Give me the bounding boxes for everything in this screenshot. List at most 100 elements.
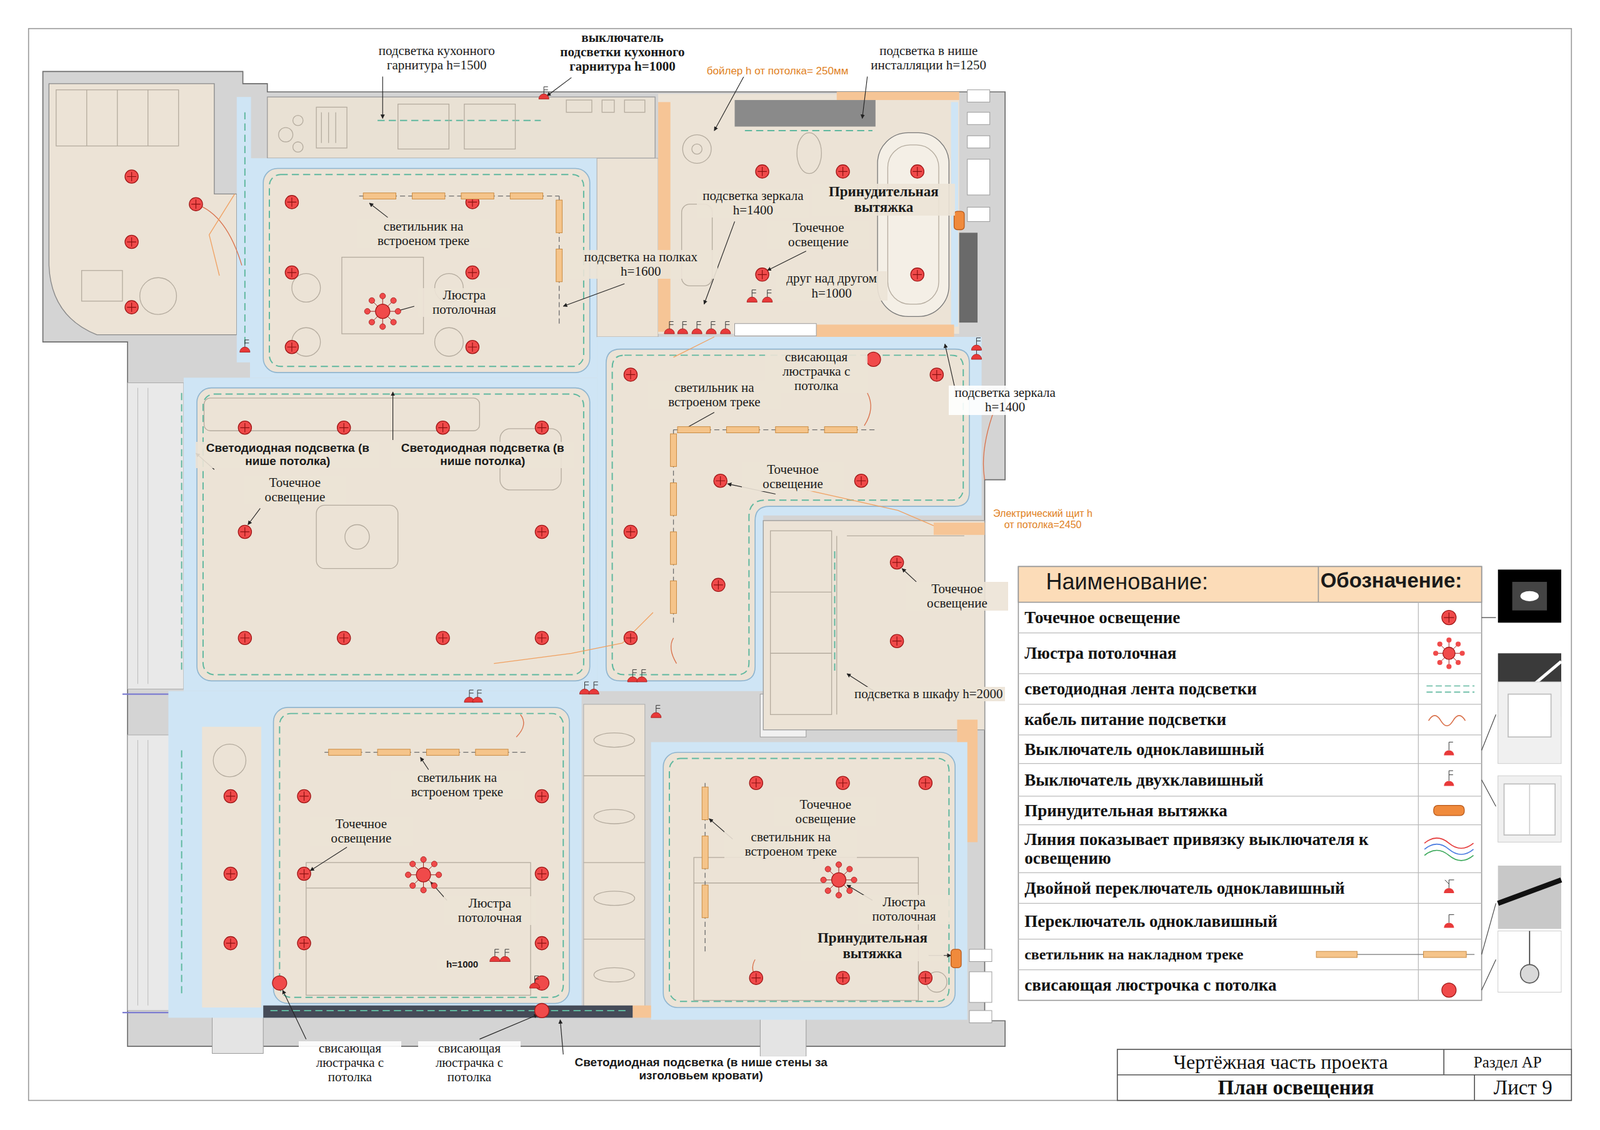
annotation: Люстра потолочная [858, 895, 950, 924]
track-light [670, 531, 677, 565]
chandelier [420, 856, 427, 863]
switch-symbol [579, 681, 590, 695]
spot-light [535, 525, 549, 539]
spot-light [285, 265, 299, 279]
room-floor [583, 704, 645, 1011]
leader-line [677, 412, 715, 434]
spot-light [285, 340, 299, 354]
legend-label: светодиодная лента подсветки [1024, 679, 1257, 699]
chandelier [435, 871, 442, 878]
furniture [293, 141, 304, 152]
spot-light [299, 869, 309, 879]
annotation: свисающая люстрачка с потолка [298, 1041, 401, 1085]
furniture [306, 887, 531, 889]
switch-symbol [762, 290, 773, 303]
chandelier [416, 867, 431, 882]
spot-light [623, 525, 637, 539]
room-floor [632, 1005, 651, 1019]
led-strip [203, 393, 584, 675]
spot-light [297, 936, 311, 950]
room-floor [48, 83, 237, 335]
room-floor [816, 324, 954, 337]
furniture [693, 857, 919, 1001]
room-floor [959, 232, 978, 323]
spot-light [912, 166, 922, 177]
switch-symbol [579, 688, 590, 694]
spot-light [125, 235, 139, 249]
annotation: Люстра потолочная [418, 288, 510, 317]
spot-light [468, 342, 478, 352]
legend-item: Люстра потолочная [1024, 633, 1415, 674]
legend-symbol [1448, 741, 1454, 750]
spot-light [535, 866, 549, 880]
spot-light [535, 631, 549, 645]
chandelier [820, 861, 857, 899]
spot-light [297, 866, 311, 880]
furniture [796, 132, 822, 174]
leader-line [862, 76, 868, 119]
leader-line [282, 990, 307, 1039]
spot-light [910, 165, 924, 179]
chandelier [368, 319, 375, 325]
furniture [887, 145, 939, 305]
legend-symbol [1433, 637, 1465, 670]
spot-light [337, 421, 351, 435]
spot-light [836, 776, 850, 790]
spot-light [465, 265, 479, 279]
chandelier [431, 882, 437, 889]
legend-symbol [1455, 641, 1461, 647]
furniture [593, 891, 635, 906]
switch-symbol [500, 949, 510, 962]
spot-light [623, 368, 637, 382]
spot-light [930, 368, 944, 382]
legend-symbol [1443, 646, 1456, 660]
spot-light [436, 631, 450, 645]
switch-symbol [535, 975, 540, 983]
track-light [701, 836, 709, 869]
switch-binding-line [209, 193, 235, 276]
chandelier [390, 319, 397, 325]
spot-light [468, 268, 478, 278]
chandelier [846, 888, 853, 894]
switch-symbol [691, 328, 702, 334]
furniture [321, 112, 336, 144]
legend-symbol [1445, 880, 1455, 889]
spot-light [125, 170, 139, 184]
building-walls [967, 90, 990, 103]
spot-light [892, 558, 902, 568]
switch-symbol [641, 669, 647, 677]
title-text: План освещения [1217, 1077, 1374, 1099]
switch-symbol [696, 321, 702, 329]
chandelier [410, 882, 416, 889]
led-strip [181, 750, 183, 995]
switch-symbol [706, 321, 717, 334]
annotation: Светодиодная подсветка (в нише потолка) [390, 441, 575, 469]
switch-symbol [677, 321, 688, 334]
furniture [140, 277, 177, 315]
spot-light [920, 778, 930, 788]
spot-light [838, 778, 848, 788]
spot-light [191, 199, 201, 209]
legend-item: Выключатель двухклавишный [1024, 763, 1415, 797]
furniture [398, 104, 450, 150]
spot-light [918, 776, 932, 790]
legend-photo [1498, 569, 1562, 623]
furniture [877, 132, 949, 317]
spot-light [838, 166, 848, 177]
legend-item: Двойной переключатель одноклавишный [1024, 872, 1415, 904]
spot-light [755, 268, 769, 282]
legend-symbol [1443, 612, 1454, 623]
spot-light [890, 555, 904, 569]
annotation: подсветка в шкафу h=2000 [851, 686, 1005, 702]
leader-line [248, 508, 261, 525]
legend-photo [1498, 931, 1562, 993]
switch-binding-line [493, 612, 654, 664]
legend-symbol [1437, 641, 1443, 647]
chandelier [405, 856, 442, 894]
switch-symbol [529, 983, 540, 989]
legend-symbol [1460, 650, 1465, 656]
led-strip [181, 112, 964, 1011]
spot-light [838, 973, 848, 983]
switch-binding-line [806, 490, 934, 526]
track-light [670, 580, 677, 614]
